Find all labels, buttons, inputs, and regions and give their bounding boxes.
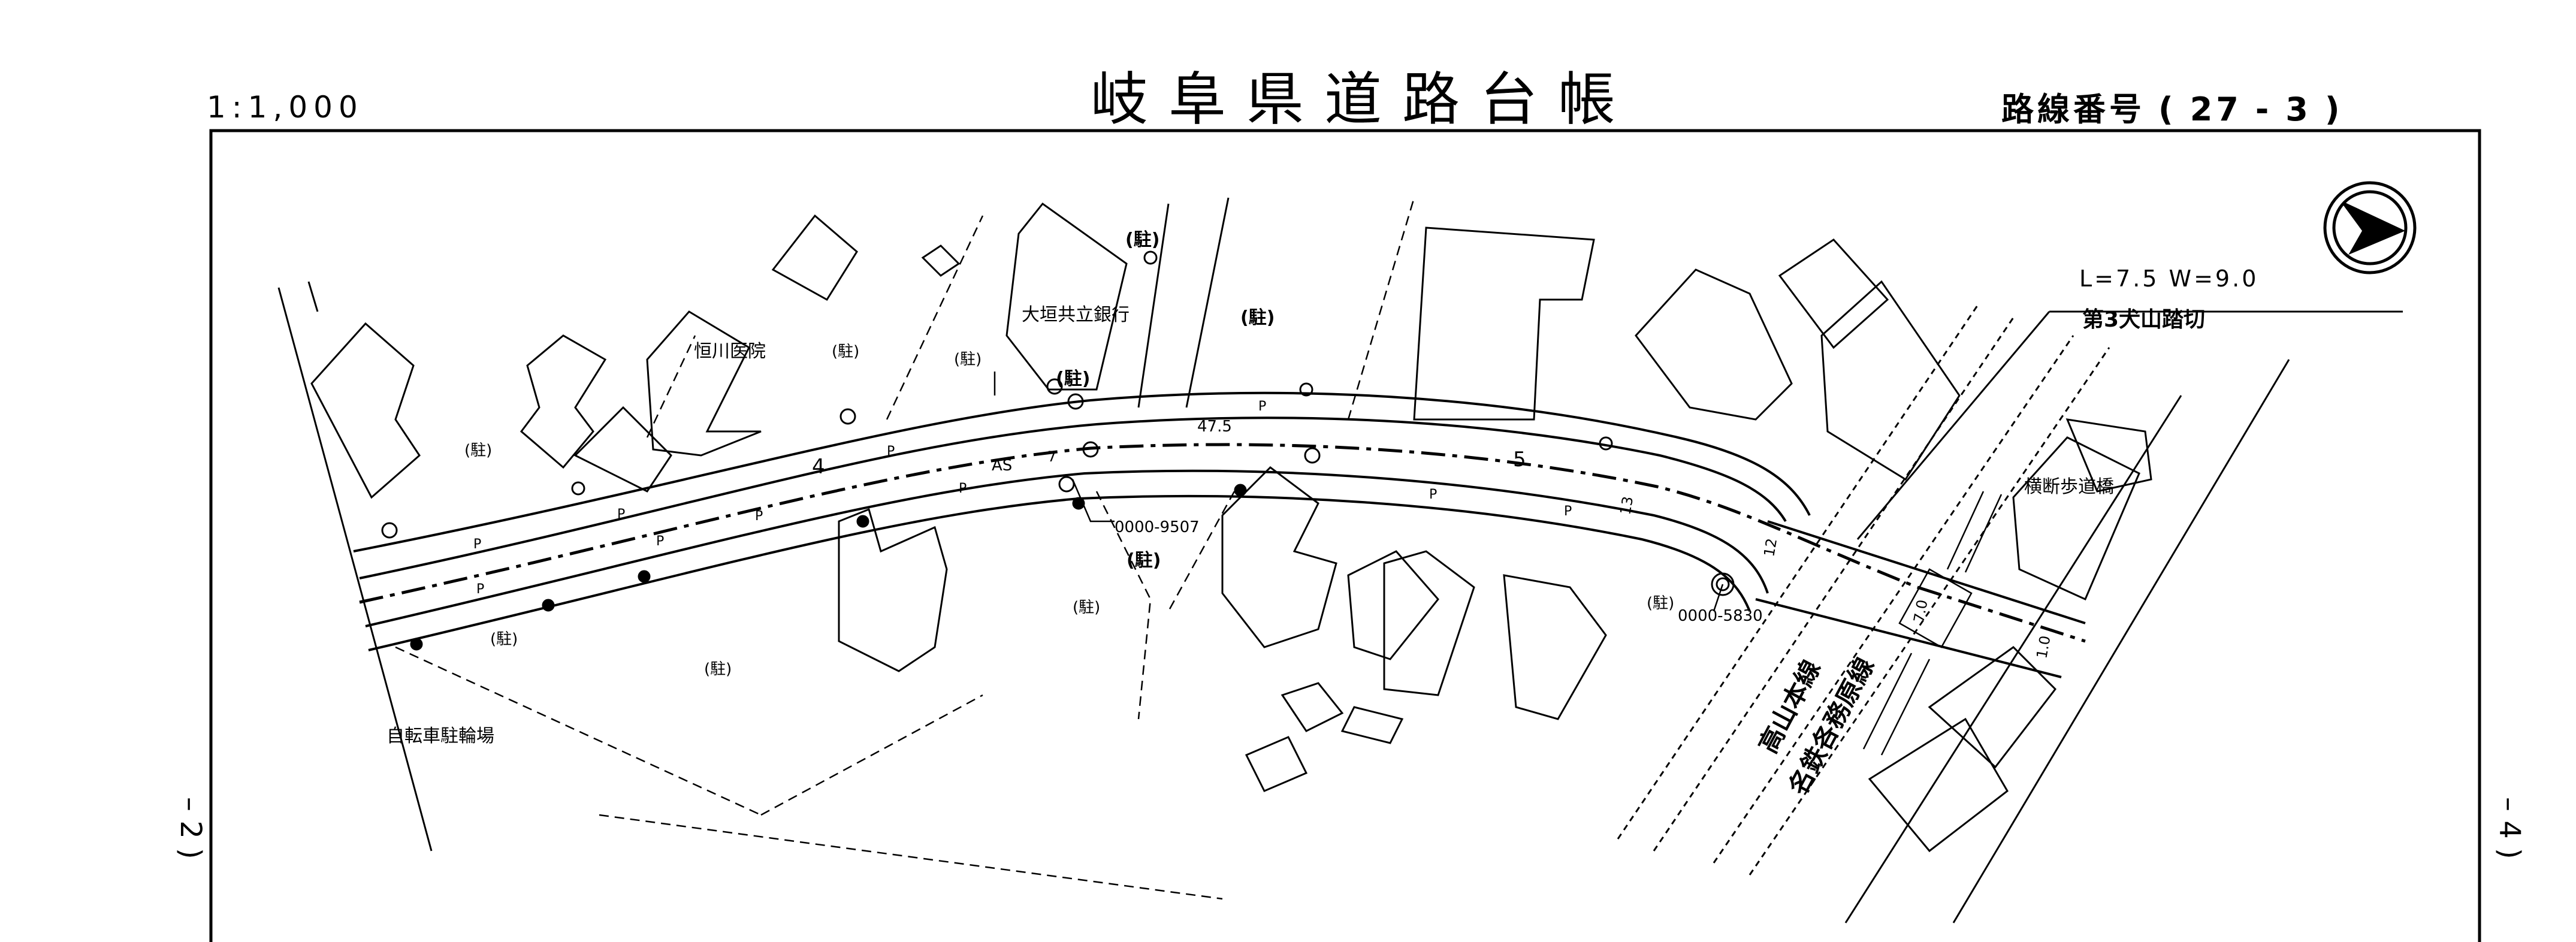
parking-p: P <box>656 534 664 549</box>
map-title: 岐阜県道路台帳 <box>1091 66 1636 133</box>
pole-icon <box>856 515 869 528</box>
parking-p: P <box>1258 399 1266 414</box>
bank-label: 大垣共立銀行 <box>1022 304 1130 325</box>
dim-10: 1.0 <box>2033 635 2053 660</box>
road-markers <box>381 250 1735 651</box>
hydrant-icon <box>1599 436 1613 451</box>
rail-lines <box>1617 305 2403 923</box>
station-4: 4 <box>812 455 825 479</box>
route-number: 路線番号 (27-3) <box>2001 83 2357 130</box>
parking-p: P <box>473 537 481 552</box>
route-major: 27 <box>2190 90 2242 128</box>
station-5: 5 <box>1513 448 1526 472</box>
route-open: ( <box>2158 90 2177 128</box>
crossing-dims: L=7.5 W=9.0 <box>2079 265 2258 292</box>
leader-lines <box>993 372 1724 612</box>
parking-p: P <box>755 509 763 524</box>
code-b-label: 0000-5830 <box>1678 607 1763 625</box>
north-arrow-icon <box>2323 181 2417 274</box>
pole-icon <box>1234 484 1247 497</box>
parking-bold-label: (駐) <box>1056 369 1090 390</box>
parking-label: (駐) <box>490 630 518 648</box>
marker-double-icon <box>1711 572 1735 596</box>
manhole-icon <box>1304 447 1321 464</box>
marker-double-icon <box>1716 577 1730 591</box>
manhole-icon <box>1058 476 1075 493</box>
map-frame <box>209 129 2481 942</box>
width-mark: 47.5 <box>1197 418 1232 436</box>
dim-13: 13 <box>1617 495 1636 516</box>
dim-12: 12 <box>1760 537 1780 558</box>
pole-icon <box>638 570 651 583</box>
parking-p: P <box>959 481 967 496</box>
parking-label: (駐) <box>1647 594 1674 612</box>
parking-p: P <box>476 582 484 597</box>
parking-p: P <box>617 507 625 522</box>
parking-p: P <box>1429 487 1437 502</box>
hydrant-icon <box>571 481 585 496</box>
crossing-name: 第3犬山踏切 <box>2082 307 2205 332</box>
parking-label: (駐) <box>464 442 492 460</box>
pole-icon <box>410 638 423 651</box>
marker-icon <box>381 522 398 539</box>
dim-70: 7.0 <box>1910 599 1931 624</box>
route-close: ) <box>2324 90 2344 128</box>
manhole-icon <box>1067 393 1084 410</box>
route-dash: - <box>2255 90 2273 128</box>
route-minor: 3 <box>2285 90 2312 128</box>
hydrant-icon <box>1299 382 1313 397</box>
bicycle-parking-label: 自転車駐輪場 <box>386 726 494 747</box>
frame-side-lines <box>277 197 1230 852</box>
buildings <box>310 202 2152 853</box>
footbridge-stairs <box>1862 491 2003 756</box>
pole-icon <box>542 599 555 612</box>
surface-label: AS <box>992 457 1012 475</box>
parking-label: (駐) <box>704 660 732 678</box>
parking-label: (駐) <box>954 351 982 369</box>
parking-bold-label: (駐) <box>1125 230 1159 250</box>
dim-7: 7 <box>1047 448 1056 465</box>
boundary-lines <box>395 197 1415 900</box>
parking-p: P <box>1564 504 1572 519</box>
marker-icon <box>839 408 856 425</box>
parking-p: P <box>887 444 895 459</box>
map-scale: 1:1,000 <box>207 90 364 125</box>
marker-icon <box>1046 378 1063 395</box>
parking-label: (駐) <box>832 343 859 361</box>
sheet-ref-left: – 2 ) <box>174 797 207 859</box>
hospital-label: 恒川医院 <box>694 341 766 362</box>
manhole-icon <box>1082 441 1099 458</box>
parking-bold-label: (駐) <box>1127 550 1161 571</box>
sheet-ref-right: – 4 ) <box>2493 797 2526 859</box>
parking-label: (駐) <box>1073 599 1100 617</box>
pedestrian-bridge-label: 横断歩道橋 <box>2024 476 2114 497</box>
code-a-label: 0000-9507 <box>1115 518 1200 536</box>
parking-bold-label: (駐) <box>1240 307 1275 328</box>
hydrant-icon <box>1143 250 1158 265</box>
route-label: 路線番号 <box>2001 90 2145 128</box>
